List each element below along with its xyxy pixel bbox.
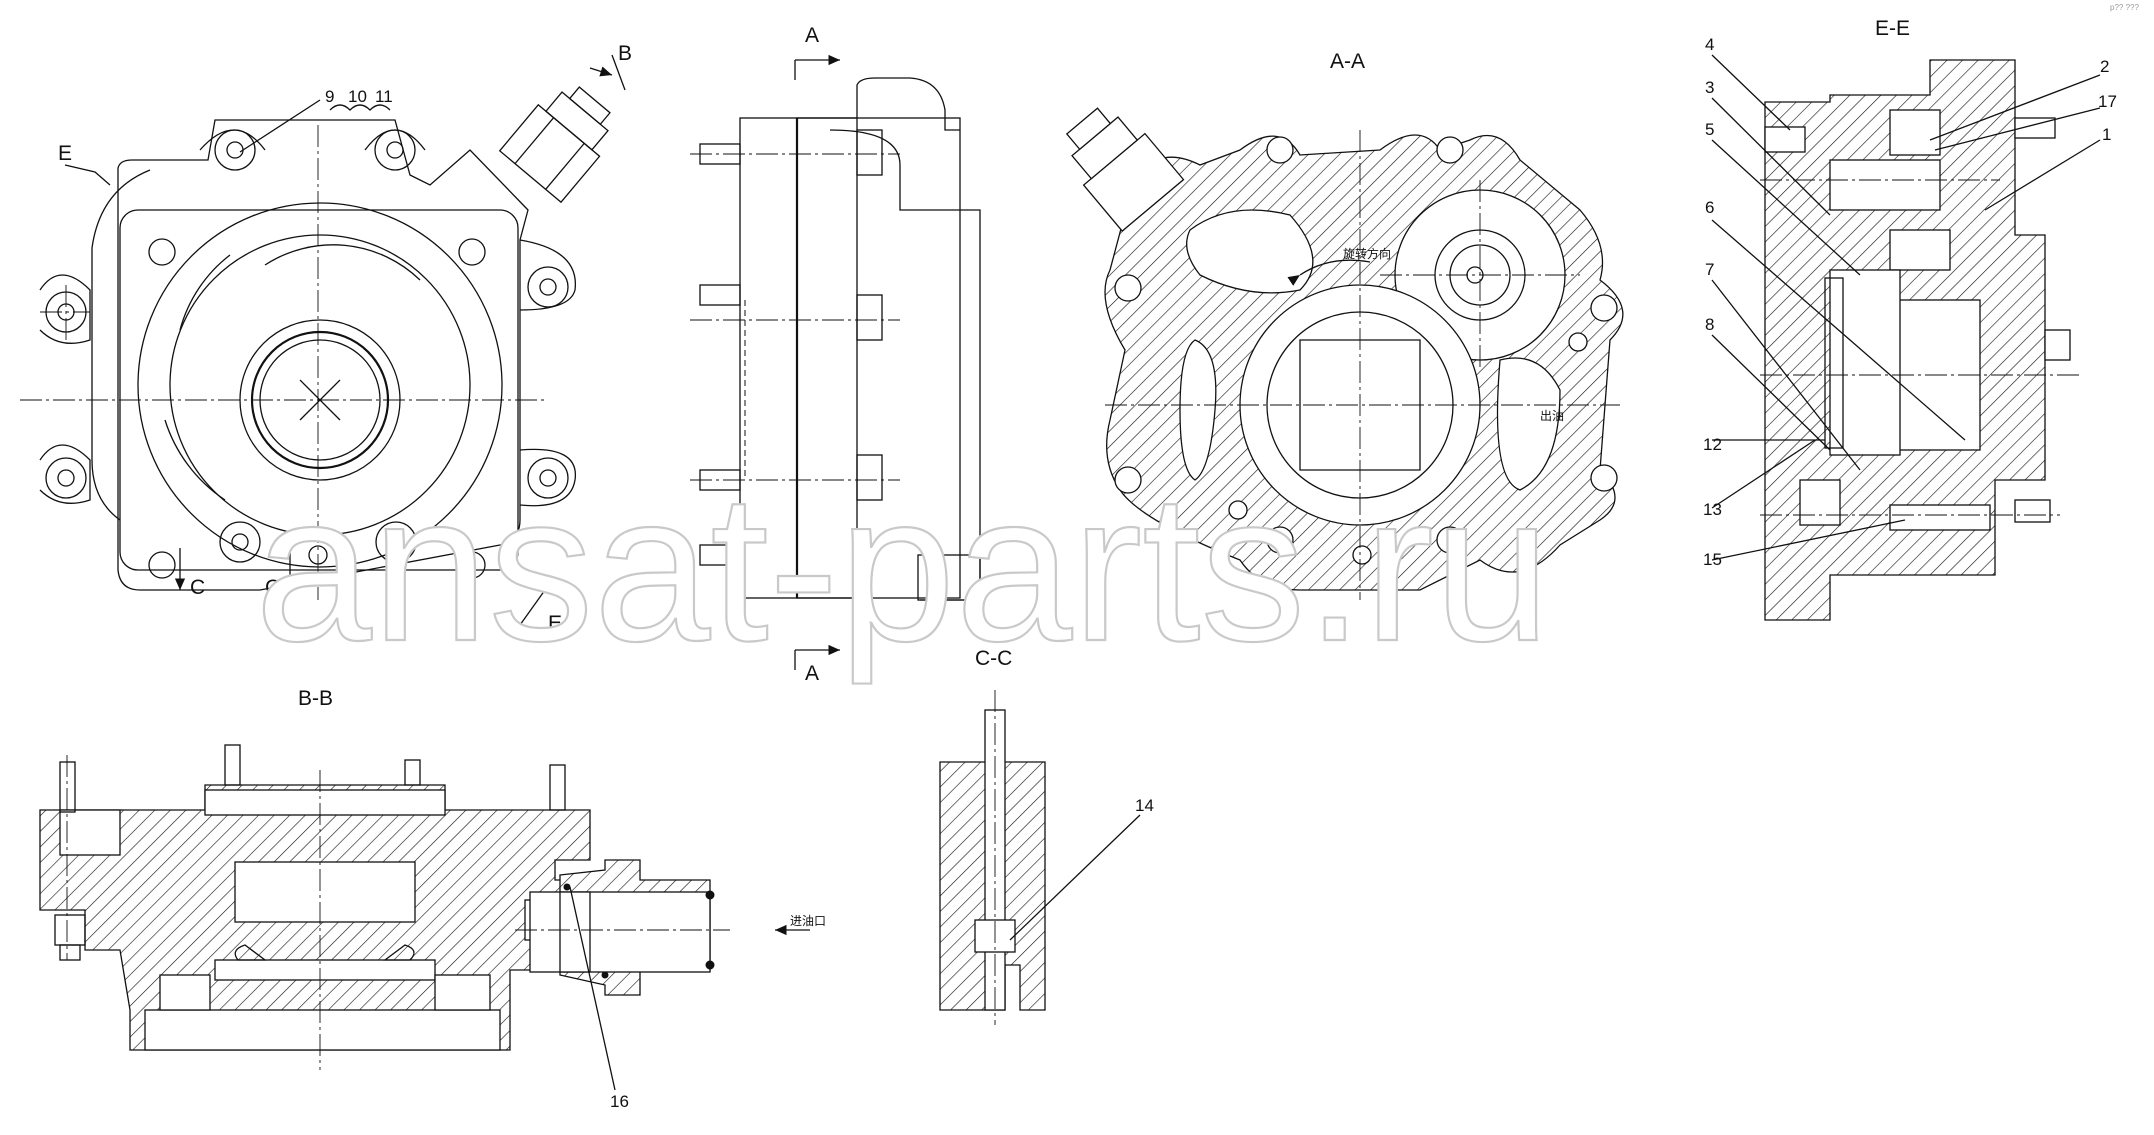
svg-text:E: E [548, 612, 562, 635]
svg-text:12: 12 [1703, 435, 1722, 454]
aa-bolt-holes [1114, 136, 1618, 565]
oil-out-note: 出油 [1540, 409, 1564, 423]
svg-text:8: 8 [1705, 315, 1714, 334]
oil-in-note: 进油口 [790, 914, 826, 928]
cut-mark-b-top: B [589, 42, 632, 91]
watermark: ansat-parts.ru [255, 450, 1551, 685]
section-cc: C-C 14 [939, 647, 1154, 1025]
svg-text:E: E [58, 142, 72, 165]
svg-text:6: 6 [1705, 198, 1714, 217]
section-ee: E-E 4 3 5 [1703, 17, 2117, 621]
section-bb: B-B 16 进油口 [39, 687, 826, 1111]
svg-text:4: 4 [1705, 35, 1714, 54]
bolt-holes [45, 129, 569, 579]
svg-text:A: A [805, 24, 819, 47]
section-ee-title: E-E [1875, 17, 1910, 40]
svg-text:10: 10 [348, 87, 367, 106]
cut-mark-a: A A [794, 24, 840, 685]
section-aa-title: A-A [1330, 50, 1365, 73]
svg-text:A: A [805, 662, 819, 685]
svg-text:16: 16 [610, 1092, 629, 1111]
section-bb-title: B-B [298, 687, 333, 710]
svg-text:15: 15 [1703, 550, 1722, 569]
svg-text:C: C [265, 576, 280, 599]
cut-mark-c: C C [174, 548, 296, 599]
section-aa: A-A [1065, 50, 1624, 600]
svg-text:7: 7 [1705, 260, 1714, 279]
svg-text:13: 13 [1703, 500, 1722, 519]
side-view: A A [690, 24, 981, 685]
ee-leaders [1711, 54, 2101, 561]
svg-text:5: 5 [1705, 120, 1714, 139]
svg-text:2: 2 [2100, 57, 2109, 76]
svg-text:9: 9 [325, 87, 334, 106]
svg-text:3: 3 [1705, 78, 1714, 97]
svg-text:C: C [190, 576, 205, 599]
svg-text:1: 1 [2102, 125, 2111, 144]
svg-text:17: 17 [2098, 92, 2117, 111]
leader-9-10-11: 9 10 11 [239, 87, 393, 153]
svg-text:B: B [618, 42, 632, 65]
svg-text:11: 11 [375, 87, 393, 106]
rotation-note: 旋转方向 [1343, 246, 1391, 261]
section-cc-title: C-C [975, 647, 1012, 670]
aa-fitting [1065, 107, 1185, 232]
corner-tag: p?? ??? [2110, 3, 2139, 12]
cut-mark-e: E E [58, 142, 562, 635]
svg-text:14: 14 [1135, 796, 1154, 815]
inlet-fitting [498, 86, 611, 204]
front-view: E E B C C 9 10 11 [20, 42, 632, 635]
